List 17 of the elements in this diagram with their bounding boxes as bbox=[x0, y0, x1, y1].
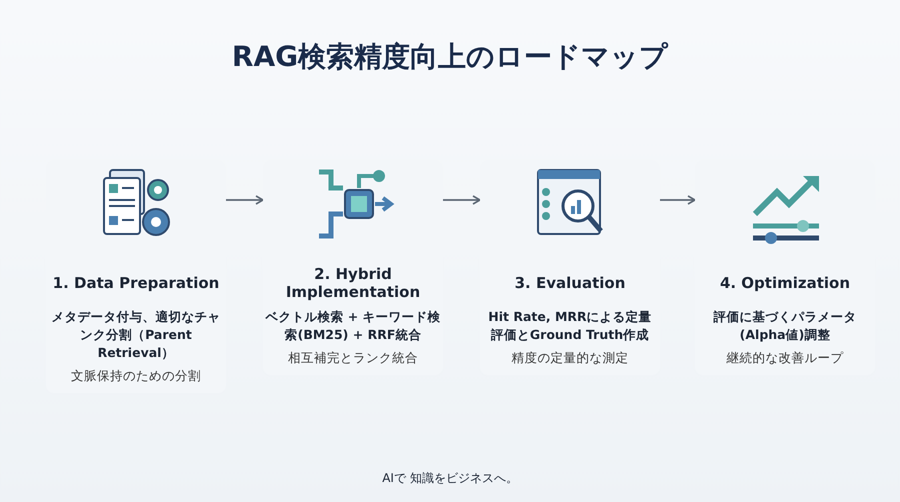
step-heading: 4. Optimization bbox=[718, 273, 852, 294]
arrow bbox=[660, 195, 696, 205]
step-description: ベクトル検索 + キーワード検索(BM25) + RRF統合 bbox=[265, 308, 441, 344]
step-note: 継続的な改善ループ bbox=[726, 350, 844, 367]
step-note: 精度の定量的な測定 bbox=[510, 350, 630, 367]
step-heading: 1. Data Preparation bbox=[52, 273, 220, 294]
tagline: AIで 知識をビジネスへ。 bbox=[381, 470, 519, 487]
step-heading: 3. Evaluation bbox=[514, 273, 626, 294]
step-description: 評価に基づくパラメータ(Alpha値)調整 bbox=[712, 308, 858, 344]
step-note: 文脈保持のための分割 bbox=[70, 368, 202, 385]
step-heading: 2. Hybrid Implementation bbox=[284, 264, 422, 302]
step-description: Hit Rate, MRRによる定量評価とGround Truth作成 bbox=[487, 308, 653, 344]
title: RAG検索精度向上のロードマップ bbox=[230, 39, 670, 75]
arrow bbox=[226, 195, 264, 205]
arrow bbox=[443, 195, 481, 205]
step-description: メタデータ付与、適切なチャンク分割（Parent Retrieval） bbox=[50, 308, 222, 362]
step-note: 相互補完とランク統合 bbox=[287, 350, 419, 367]
